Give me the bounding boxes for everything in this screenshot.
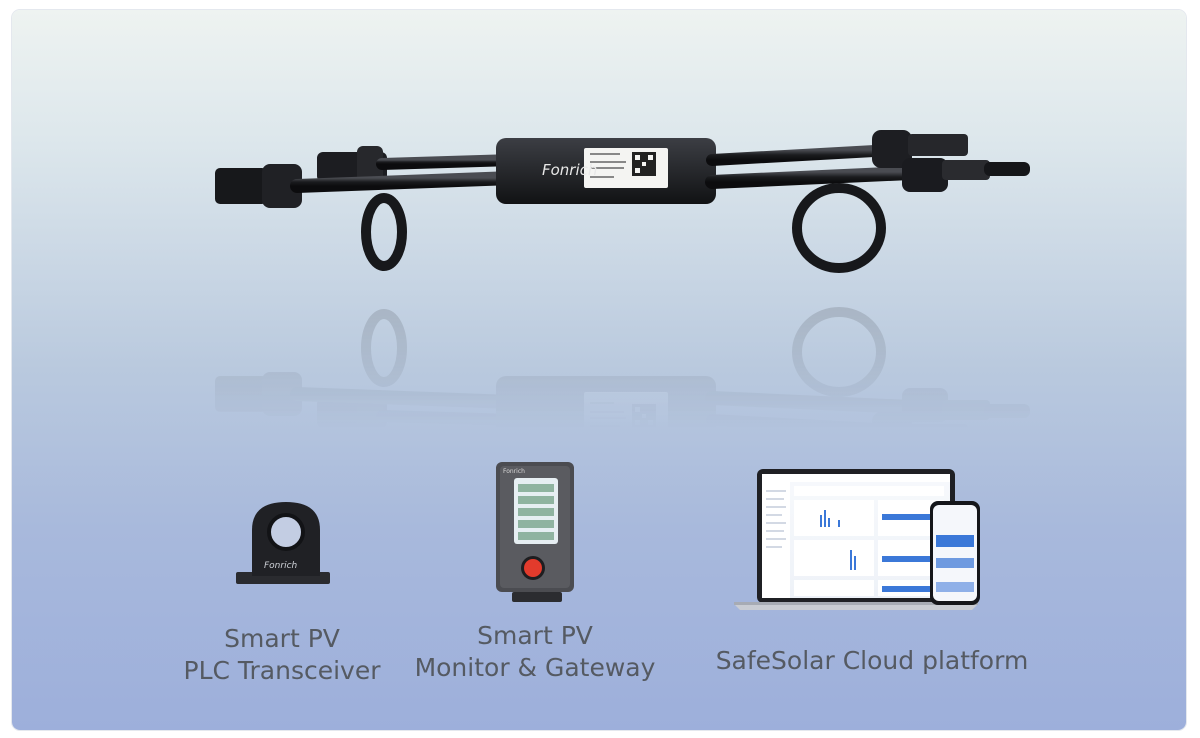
gateway-button: [524, 559, 542, 577]
optimizer-reflection: [215, 312, 1030, 450]
caption-monitor-gateway: Smart PV Monitor & Gateway: [410, 620, 660, 684]
plc-transceiver-image: Fonrich: [236, 502, 330, 584]
fonrich-logo: Fonrich: [542, 161, 597, 179]
product-banner: Fonrich Fonrich Fonrich: [12, 10, 1186, 730]
caption-gateway-line2: Monitor & Gateway: [414, 653, 656, 682]
optimizer-device: Fonrich: [215, 130, 1030, 268]
caption-plc-transceiver: Smart PV PLC Transceiver: [177, 623, 387, 687]
transceiver-logo: Fonrich: [264, 561, 298, 571]
caption-plc-line2: PLC Transceiver: [183, 656, 381, 685]
caption-plc-line1: Smart PV: [224, 624, 340, 653]
caption-cloud-line1: SafeSolar Cloud platform: [715, 646, 1029, 675]
caption-gateway-line1: Smart PV: [477, 621, 593, 650]
caption-cloud-platform: SafeSolar Cloud platform: [712, 645, 1032, 677]
cloud-platform-image: [734, 469, 980, 610]
gateway-logo: Fonrich: [503, 468, 525, 475]
product-scene: Fonrich Fonrich Fonrich: [12, 10, 1186, 610]
monitor-gateway-image: Fonrich: [496, 462, 574, 602]
